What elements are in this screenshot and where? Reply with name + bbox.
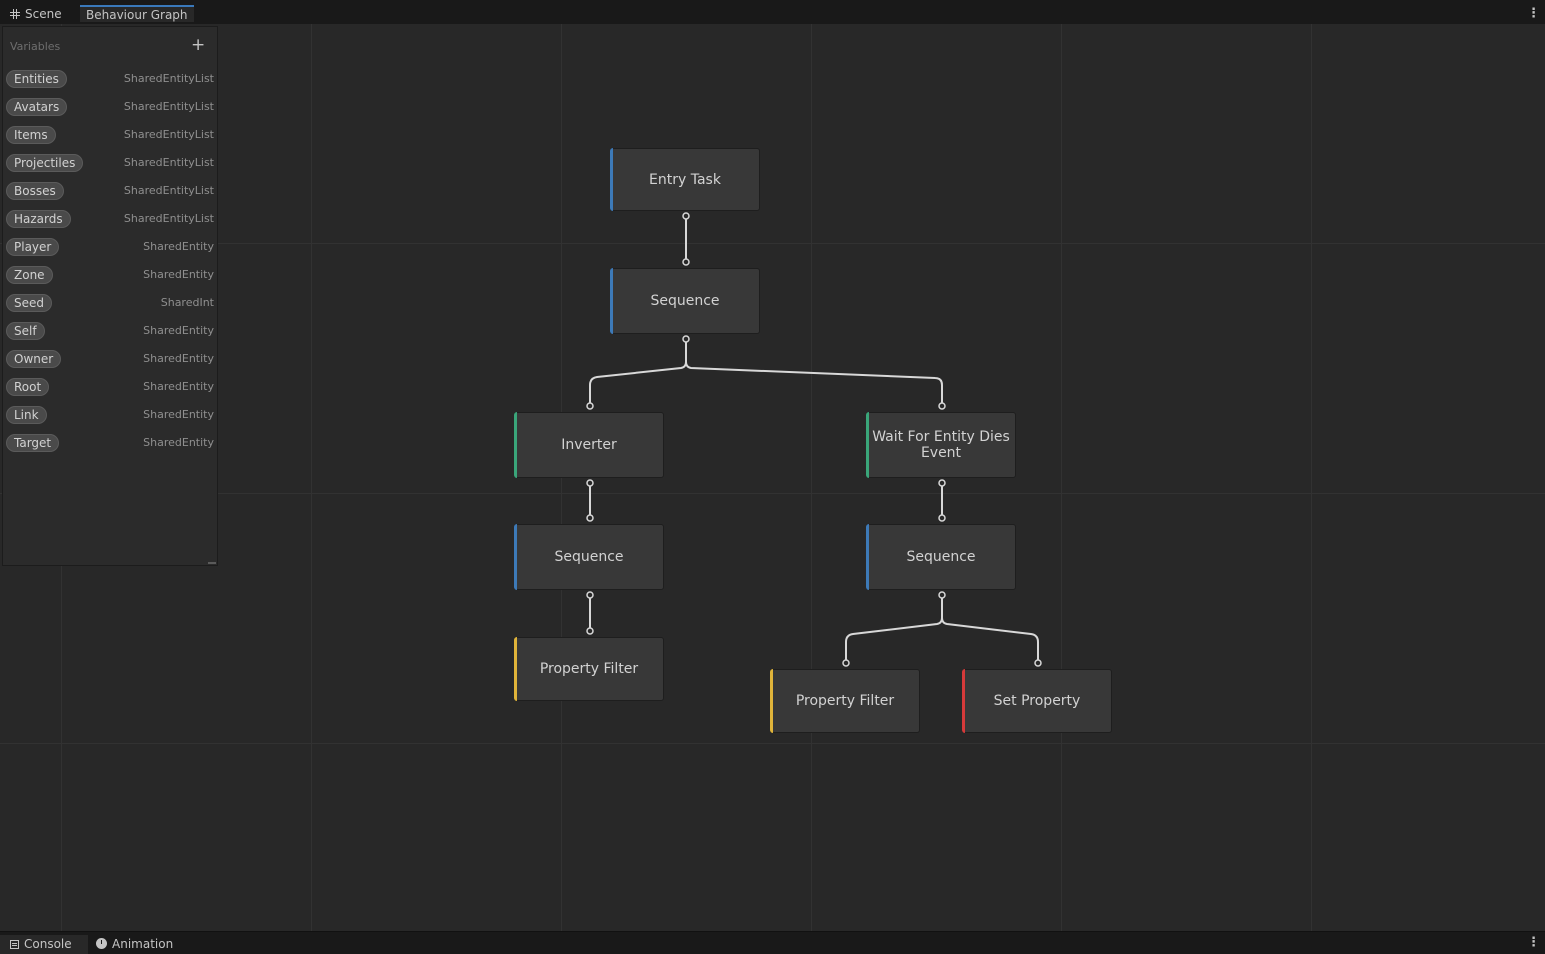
variable-name-pill[interactable]: Player [6, 238, 60, 256]
node-sequence-left[interactable]: Sequence [514, 524, 664, 590]
variable-row[interactable]: Avatars SharedEntityList [6, 96, 214, 118]
graph-canvas[interactable]: Entry Task Sequence Inverter Wait For En… [0, 24, 1545, 931]
variable-type: SharedEntityList [123, 72, 214, 85]
tab-scene-label: Scene [25, 7, 62, 21]
variable-row[interactable]: Owner SharedEntity [6, 348, 214, 370]
port-dot [938, 514, 946, 522]
node-label: Entry Task [649, 171, 721, 188]
variable-name-pill[interactable]: Entities [6, 70, 67, 88]
variable-name-pill[interactable]: Avatars [6, 98, 68, 116]
console-icon [10, 940, 19, 949]
variable-name-pill[interactable]: Owner [6, 350, 62, 368]
variable-row[interactable]: Entities SharedEntityList [6, 68, 214, 90]
port-dot [938, 479, 946, 487]
variable-type: SharedEntity [143, 380, 214, 393]
port-dot [842, 659, 850, 667]
variable-type: SharedEntity [143, 324, 214, 337]
grid-icon [10, 9, 20, 19]
port-dot [586, 479, 594, 487]
variable-name-pill[interactable]: Hazards [6, 210, 71, 228]
variable-name-pill[interactable]: Zone [6, 266, 53, 284]
variable-row[interactable]: Hazards SharedEntityList [6, 208, 214, 230]
wire-sequence-to-filter-right [845, 595, 943, 663]
node-sequence-root[interactable]: Sequence [610, 268, 760, 334]
tab-console[interactable]: Console [0, 935, 88, 954]
node-sequence-right[interactable]: Sequence [866, 524, 1016, 590]
variable-row[interactable]: Target SharedEntity [6, 432, 214, 454]
port-dot [586, 591, 594, 599]
variable-name-pill[interactable]: Seed [6, 294, 52, 312]
tab-console-label: Console [24, 937, 72, 951]
node-label: Sequence [906, 549, 976, 565]
variable-type: SharedEntity [143, 240, 214, 253]
more-menu-icon[interactable]: ⋮ [1527, 6, 1540, 21]
variable-row[interactable]: Projectiles SharedEntityList [6, 152, 214, 174]
connection-wires [586, 212, 1042, 667]
tab-behaviour-graph[interactable]: Behaviour Graph [80, 5, 194, 22]
variable-row[interactable]: Seed SharedInt [6, 292, 214, 314]
port-dot [586, 627, 594, 635]
node-label: Sequence [650, 293, 720, 309]
clock-icon [96, 938, 107, 949]
variable-type: SharedEntity [143, 268, 214, 281]
node-label: Property Filter [539, 661, 639, 677]
variable-name-pill[interactable]: Bosses [6, 182, 64, 200]
node-property-filter-left[interactable]: Property Filter [514, 637, 664, 701]
variable-row[interactable]: Zone SharedEntity [6, 264, 214, 286]
variable-name-pill[interactable]: Link [6, 406, 47, 424]
top-tab-bar: Scene Behaviour Graph ⋮ [0, 0, 1545, 25]
port-dot [1034, 659, 1042, 667]
bottom-more-menu-icon[interactable]: ⋮ [1527, 935, 1540, 950]
node-label: Inverter [561, 437, 617, 453]
add-variable-icon[interactable]: + [191, 35, 206, 55]
variable-row[interactable]: Link SharedEntity [6, 404, 214, 426]
variables-title: Variables [10, 40, 61, 53]
variable-name-pill[interactable]: Items [6, 126, 56, 144]
resize-handle[interactable] [208, 562, 216, 564]
tab-animation[interactable]: Animation [96, 935, 173, 954]
variable-type: SharedEntity [143, 408, 214, 421]
node-label: Sequence [554, 549, 624, 565]
variable-name-pill[interactable]: Projectiles [6, 154, 84, 172]
tab-scene[interactable]: Scene [6, 5, 62, 24]
variable-row[interactable]: Bosses SharedEntityList [6, 180, 214, 202]
node-set-property[interactable]: Set Property [962, 669, 1112, 733]
variable-type: SharedEntityList [123, 184, 214, 197]
variable-type: SharedEntity [143, 436, 214, 449]
port-dot [938, 402, 946, 410]
variable-row[interactable]: Self SharedEntity [6, 320, 214, 342]
variable-name-pill[interactable]: Target [6, 434, 60, 452]
variable-name-pill[interactable]: Root [6, 378, 50, 396]
bottom-tab-bar: Console Animation ⋮ [0, 931, 1545, 954]
node-label: Set Property [993, 693, 1081, 709]
variable-type: SharedEntity [143, 352, 214, 365]
node-label: Wait For Entity Dies Event [872, 429, 1010, 461]
variable-row[interactable]: Root SharedEntity [6, 376, 214, 398]
variable-type: SharedInt [160, 296, 214, 309]
variable-type: SharedEntityList [123, 128, 214, 141]
variable-row[interactable]: Items SharedEntityList [6, 124, 214, 146]
tab-behaviour-graph-label: Behaviour Graph [86, 8, 188, 22]
port-dot [586, 514, 594, 522]
wire-sequence-to-wait [685, 361, 943, 406]
node-property-filter-right[interactable]: Property Filter [770, 669, 920, 733]
node-label: Property Filter [795, 693, 895, 709]
wire-sequence-to-set-property [941, 617, 1039, 663]
port-dot [682, 258, 690, 266]
tab-animation-label: Animation [112, 937, 174, 951]
node-wait-for-entity-dies-event[interactable]: Wait For Entity Dies Event [866, 412, 1016, 478]
wire-sequence-to-inverter [589, 339, 687, 406]
variable-type: SharedEntityList [123, 100, 214, 113]
variable-row[interactable]: Player SharedEntity [6, 236, 214, 258]
node-entry-task[interactable]: Entry Task [610, 148, 760, 211]
port-dot [682, 335, 690, 343]
port-dot [938, 591, 946, 599]
port-dot [586, 402, 594, 410]
variable-type: SharedEntityList [123, 212, 214, 225]
port-dot [682, 212, 690, 220]
variable-name-pill[interactable]: Self [6, 322, 45, 340]
variable-type: SharedEntityList [123, 156, 214, 169]
node-inverter[interactable]: Inverter [514, 412, 664, 478]
